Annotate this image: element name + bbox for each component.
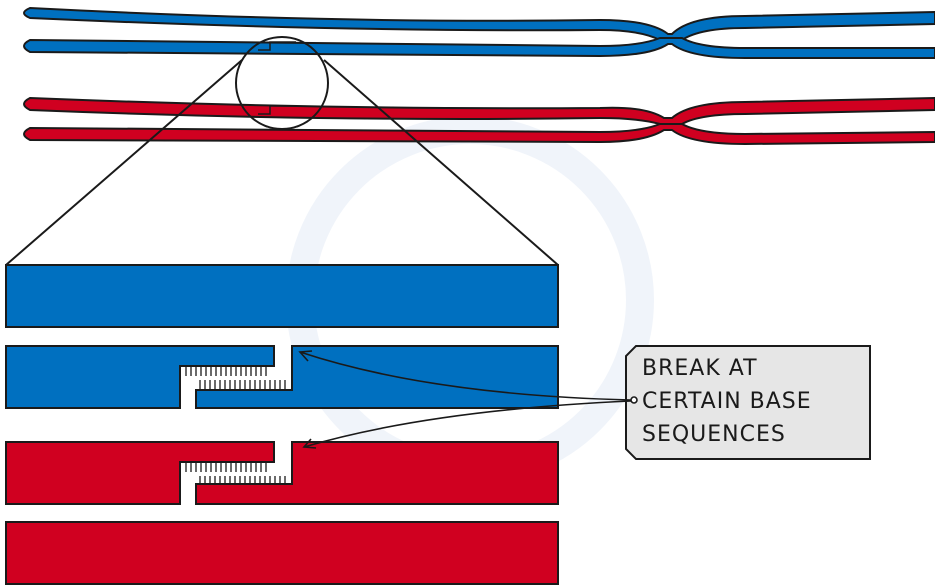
break-marker-blue [258,41,296,51]
arrow-to-red-break [303,400,632,448]
enlarged-blue-strand-right [195,345,559,409]
label-line-3: SEQUENCES [642,422,786,447]
blue-chromatid-pair [23,6,935,59]
label-callout-box [625,345,871,460]
break-marker-small [258,41,296,115]
arrow-head-blue [298,350,313,362]
enlarged-red-strand-bottom [5,521,559,585]
enlarged-view [5,264,559,585]
arrow-to-blue-break [299,351,632,401]
break-marker-red [258,105,296,115]
label-line-2: CERTAIN BASE [642,389,812,414]
blue-chromatid-lower [23,37,935,59]
magnifier-circle [235,36,329,130]
enlarged-blue-strand-left [5,345,275,409]
arrow-head-red [302,438,317,449]
break-label: BREAK AT CERTAIN BASE SEQUENCES [626,346,870,459]
enlarged-blue-strand-top [5,264,559,328]
red-chromatid-lower [23,123,935,146]
enlarged-red-strand-right [195,441,559,505]
pointer-arrows [298,350,638,449]
zoom-line-left [5,59,243,266]
base-pair-ticks [185,367,286,485]
enlarged-red-strand-left [5,441,275,505]
red-chromatid-upper [23,96,935,125]
label-line-1: BREAK AT [642,356,758,381]
zoom-line-right [323,59,559,266]
zoom-lines [5,59,559,266]
blue-chromatid-upper [23,6,935,41]
red-chromatid-pair [23,96,935,146]
